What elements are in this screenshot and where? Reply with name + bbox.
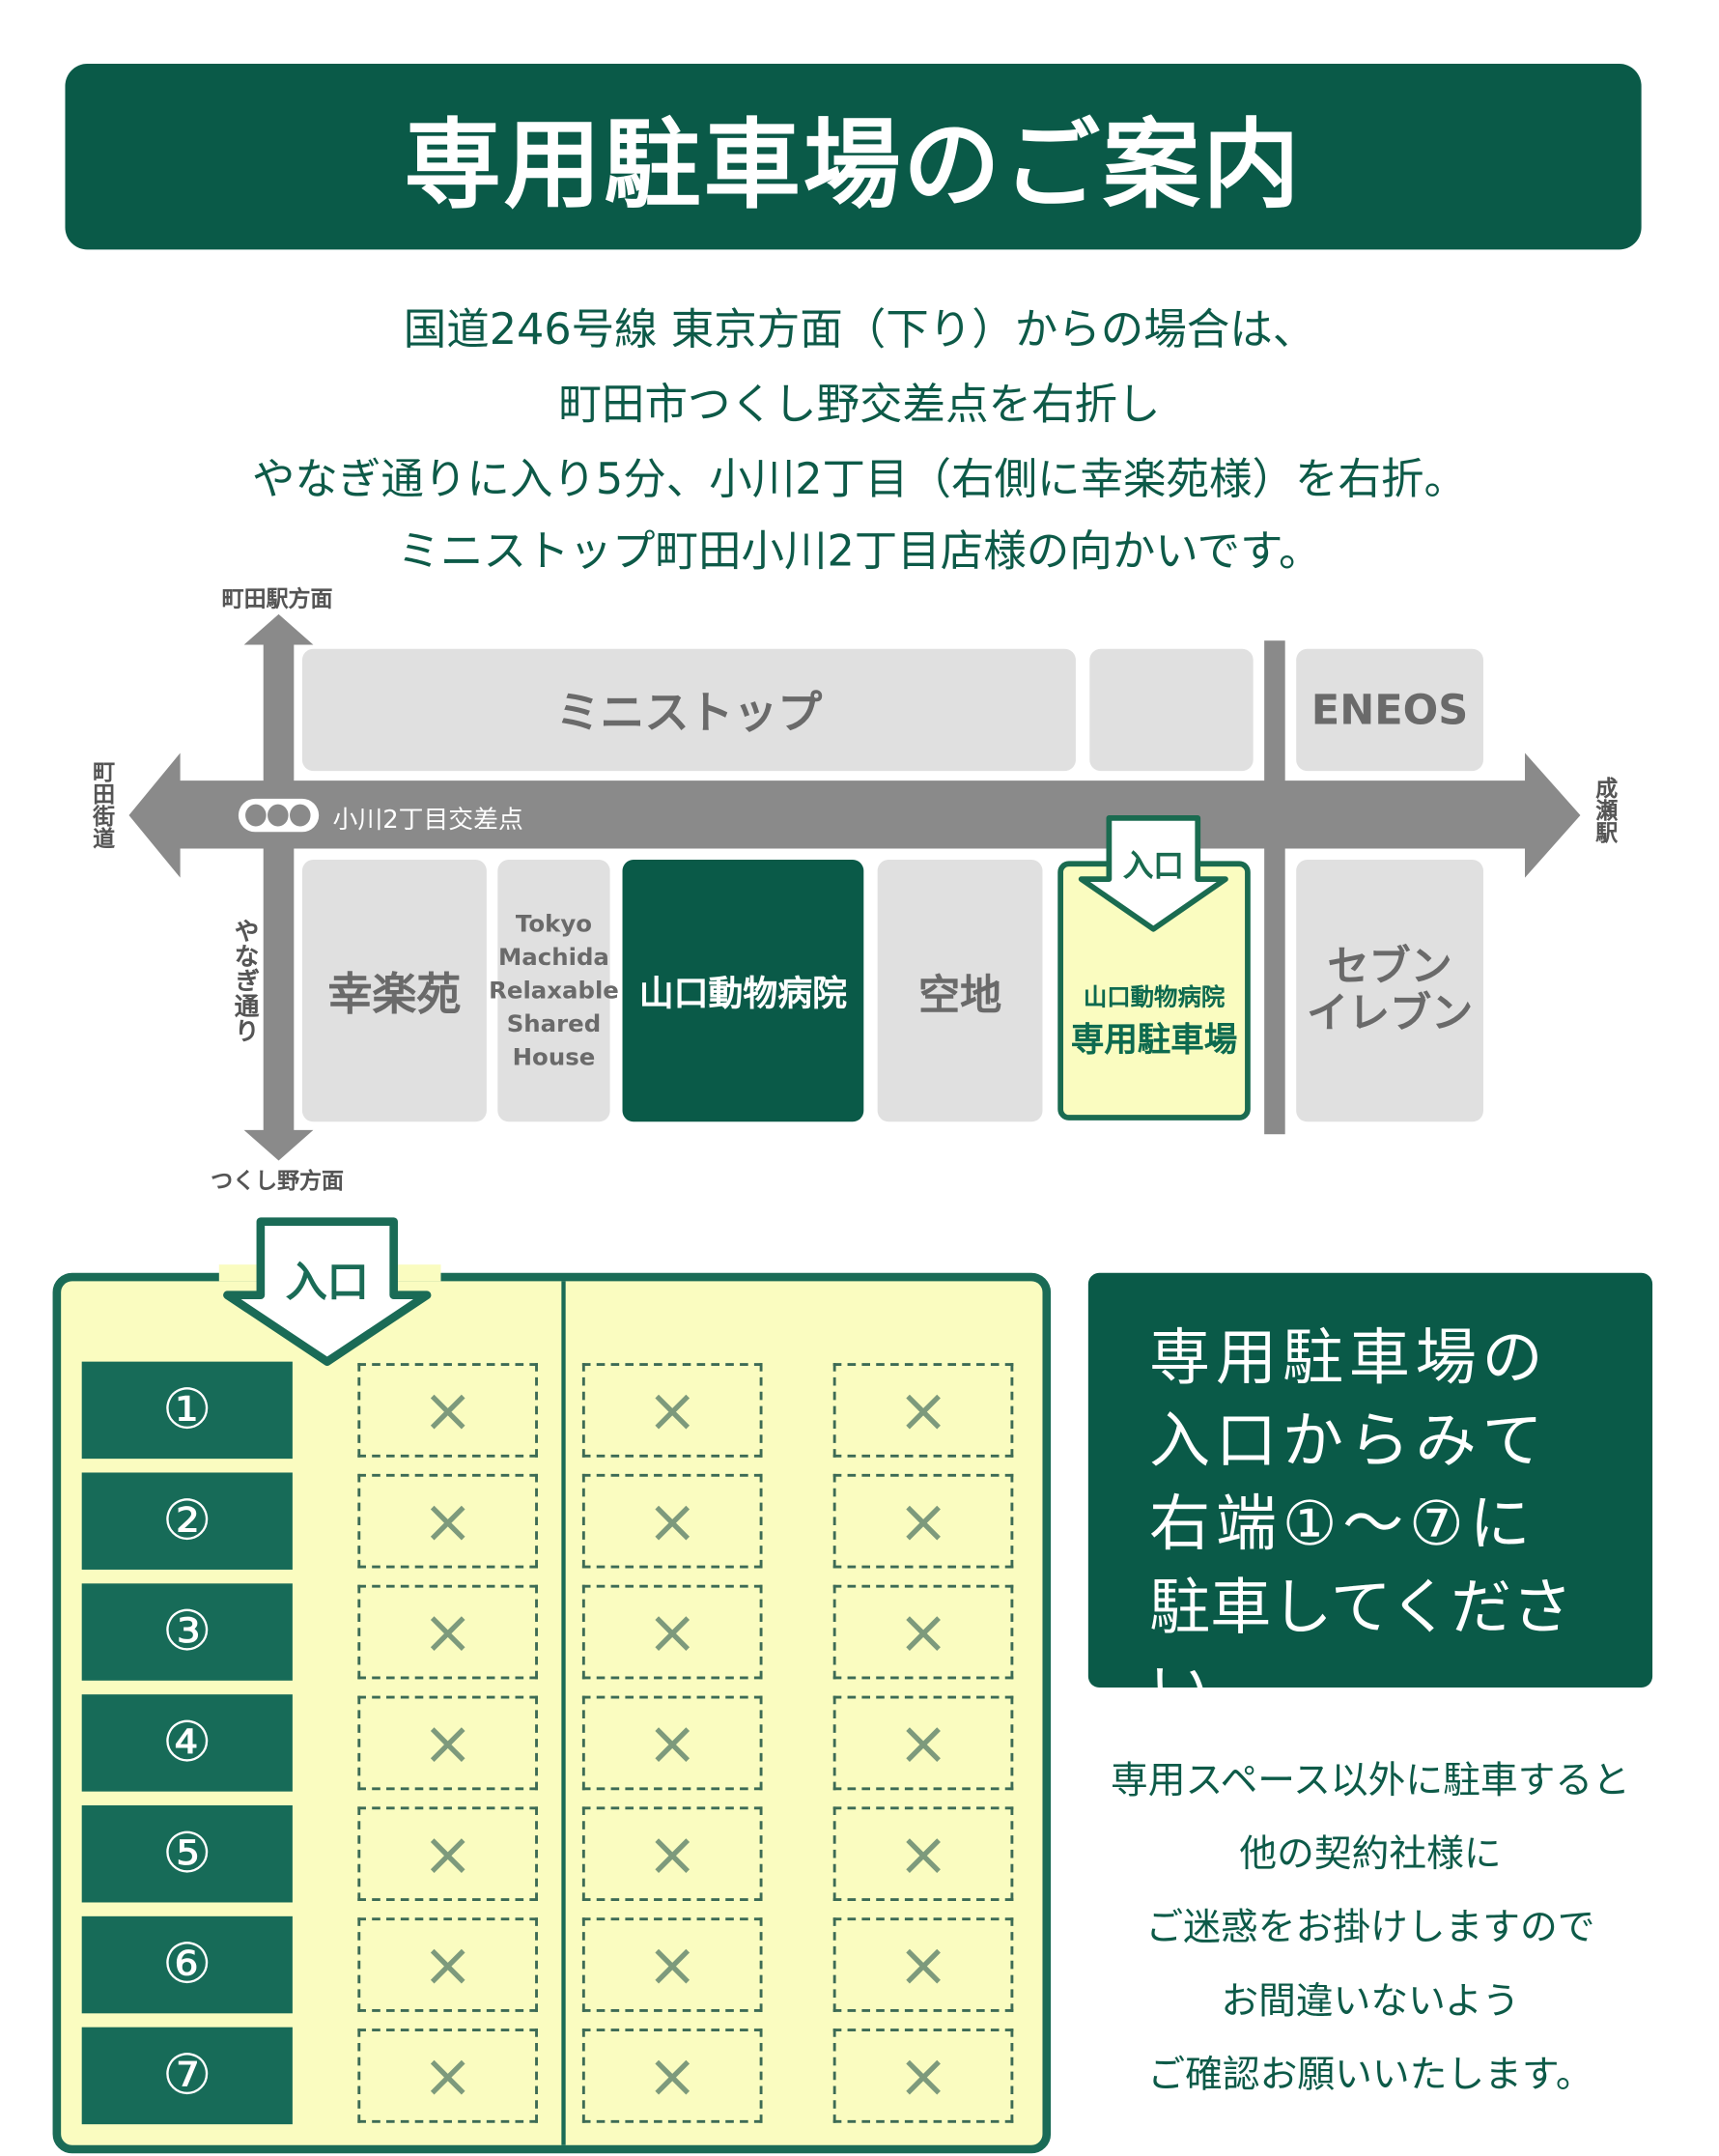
east-label: 成瀬駅 (1591, 776, 1619, 843)
seven-text: イレブン (1306, 989, 1474, 1038)
unavailable-space: × (581, 1363, 763, 1458)
space-number: ④ (81, 1694, 293, 1792)
intro-line: 国道246号線 東京方面（下り）からの場合は、 (403, 304, 1316, 355)
traffic-light-icon (238, 798, 320, 833)
shared-house-text: Machida (498, 943, 609, 972)
shared-house-text: House (512, 1043, 596, 1071)
shared-house-text: Shared (506, 1009, 602, 1038)
seven-eleven-block: セブン イレブン (1296, 859, 1483, 1122)
eneos-block: ENEOS (1296, 648, 1483, 772)
ministop-block: ミニストップ (301, 648, 1076, 772)
map-entrance-label: 入口 (1122, 849, 1184, 885)
instruction-box: 専用駐車場の 入口からみて 右端①～⑦に 駐車してください。 (1087, 1272, 1653, 1726)
unavailable-space: × (832, 1806, 1014, 1902)
notice-line: 他の契約社様に (1239, 1832, 1502, 1877)
vertical-road-arrow (243, 613, 314, 1161)
unavailable-space: × (581, 1917, 763, 2012)
space-number: ⑦ (81, 2027, 293, 2125)
empty-block (1089, 648, 1254, 772)
unavailable-space: × (581, 1473, 763, 1569)
unavailable-space: × (357, 1806, 538, 1902)
intro-line: ミニストップ町田小川2丁目店様の向かいです。 (397, 526, 1322, 578)
instruction-line: 駐車してください。 (1149, 1572, 1573, 1727)
notice-line: ご確認お願いいたします。 (1147, 2053, 1593, 2097)
shared-house-text: Relaxable (489, 977, 619, 1006)
notice-line: 専用スペース以外に駐車すると (1110, 1759, 1630, 1803)
main-road-arrow (128, 752, 1581, 878)
seven-text: セブン (1327, 942, 1452, 991)
instruction-line: 入口からみて (1149, 1405, 1549, 1477)
hospital-block: 山口動物病院 (622, 859, 864, 1122)
south-label: つくし野方面 (211, 1167, 344, 1194)
intro-line: やなぎ通りに入り5分、小川2丁目（右側に幸楽苑様）を右折。 (251, 454, 1468, 505)
unavailable-space: × (832, 1695, 1014, 1791)
vacant-lot-block: 空地 (877, 859, 1043, 1122)
kourakuen-block: 幸楽苑 (301, 859, 487, 1122)
notice-line: お間違いないよう (1221, 1979, 1520, 2024)
unavailable-space: × (357, 1473, 538, 1569)
unavailable-space: × (832, 1917, 1014, 2012)
instruction-line: 専用駐車場の (1149, 1322, 1549, 1394)
shared-house-text: Tokyo (515, 910, 593, 939)
side-street-label: やなぎ通り (230, 918, 260, 1043)
unavailable-space: × (581, 2028, 763, 2123)
north-label: 町田駅方面 (221, 584, 333, 612)
notice-line: ご迷惑をお掛けしますので (1145, 1906, 1595, 1950)
space-number: ⑤ (81, 1804, 293, 1903)
parking-block: 山口動物病院 専用駐車場 (1057, 861, 1251, 1121)
unavailable-space: × (357, 1917, 538, 2012)
west-label: 町田街道 (88, 759, 116, 849)
unavailable-space: × (357, 1695, 538, 1791)
intersection-label: 小川2丁目交差点 (332, 806, 523, 836)
space-number: ③ (81, 1583, 293, 1681)
parking-title: 専用駐車場 (1070, 1019, 1238, 1059)
entrance-arrow-icon (1078, 815, 1228, 932)
lot-entrance-arrow-icon (223, 1217, 432, 1366)
roads (128, 613, 1581, 1161)
intro-line: 町田市つくし野交差点を右折し (558, 380, 1161, 430)
divider-road (1264, 640, 1285, 1135)
space-number: ① (81, 1361, 293, 1460)
unavailable-space: × (357, 2028, 538, 2123)
shared-house-block: Tokyo Machida Relaxable Shared House (489, 859, 619, 1122)
unavailable-space: × (357, 1363, 538, 1458)
unavailable-space: × (581, 1695, 763, 1791)
page-title: 専用駐車場のご案内 (65, 64, 1642, 250)
space-number: ⑥ (81, 1915, 293, 2014)
unavailable-space: × (832, 1473, 1014, 1569)
parking-owner: 山口動物病院 (1083, 983, 1226, 1012)
unavailable-space: × (357, 1584, 538, 1680)
unavailable-space: × (581, 1584, 763, 1680)
lot-entrance-label: 入口 (285, 1259, 369, 1308)
unavailable-space: × (832, 2028, 1014, 2123)
lot-divider (561, 1281, 566, 2145)
instruction-line: 右端①～⑦に (1149, 1489, 1536, 1560)
unavailable-space: × (581, 1806, 763, 1902)
space-number: ② (81, 1472, 293, 1570)
unavailable-space: × (832, 1363, 1014, 1458)
unavailable-space: × (832, 1584, 1014, 1680)
